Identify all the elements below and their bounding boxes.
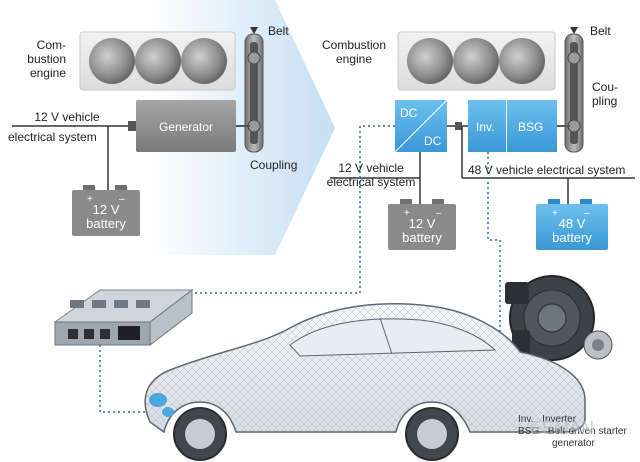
right-12v-system-line1: 12 V vehicle xyxy=(338,161,404,175)
right-belt-label: Belt xyxy=(590,24,611,38)
left-battery-line2: battery xyxy=(86,216,126,231)
right-coupling-line2: pling xyxy=(592,94,618,108)
right-12v-battery-minus: – xyxy=(436,208,442,219)
right-12v-battery-line2: battery xyxy=(402,230,442,245)
right-12v-battery-plus: + xyxy=(404,208,410,219)
left-battery-plus: + xyxy=(87,194,93,205)
inverter-box xyxy=(468,100,506,152)
watermark: EEMAN xyxy=(530,418,595,438)
left-12v-system-label: 12 V vehicle xyxy=(12,110,122,124)
left-12v-battery xyxy=(72,185,140,236)
right-coupling-label: Cou- pling xyxy=(592,80,618,108)
legend-bsg-text-line2: generator xyxy=(552,438,595,449)
left-coupling-label: Coupling xyxy=(250,158,298,172)
bsg-label: BSG xyxy=(518,120,544,134)
right-12v-system-label: 12 V vehicle electrical system xyxy=(322,161,420,189)
left-engine-block xyxy=(79,31,236,91)
dotted-link-car xyxy=(99,340,160,413)
legend-bsg-text: Belt-driven starter xyxy=(547,426,627,437)
48v-battery xyxy=(536,199,608,250)
legend-inv-text: Inverter xyxy=(542,414,577,425)
48v-system-label: 48 V vehicle electrical system xyxy=(468,163,626,177)
bsg-motor xyxy=(505,275,613,361)
right-12v-system-line2: electrical system xyxy=(326,175,416,189)
left-12v-system-label-2: electrical system xyxy=(8,130,97,144)
right-12v-battery-line1: 12 V xyxy=(408,216,436,231)
right-belt-drive xyxy=(564,27,584,153)
legend-bsg-abbr: BSG xyxy=(518,426,540,437)
left-generator-box xyxy=(136,100,236,152)
car-wireframe xyxy=(144,303,586,461)
dcdc-bottom-label: DC xyxy=(424,134,442,148)
left-battery-minus: – xyxy=(119,194,125,205)
dcdc-converter xyxy=(394,99,448,153)
right-engine-label: Combustion engine xyxy=(312,38,396,66)
left-engine-label-line2: bustion xyxy=(27,52,66,66)
left-belt-drive xyxy=(244,27,264,153)
left-engine-label-line3: engine xyxy=(29,66,66,80)
legend-bsg: BSG Belt-driven starter xyxy=(518,426,627,437)
bsg-box xyxy=(507,100,557,152)
right-engine-block xyxy=(397,31,556,91)
inverter-label: Inv. xyxy=(476,120,495,134)
dcdc-top-label: DC xyxy=(400,106,418,120)
48v-battery-minus: – xyxy=(584,208,590,219)
right-coupling-line1: Cou- xyxy=(592,80,619,94)
right-engine-line2: engine xyxy=(335,52,373,66)
left-12v-system-line1: 12 V vehicle xyxy=(34,110,100,124)
48v-battery-label: 48 V battery xyxy=(536,217,608,245)
power-electronics-module xyxy=(53,288,194,347)
generator-label: Generator xyxy=(158,120,214,134)
48v-battery-plus: + xyxy=(552,208,558,219)
left-battery-line1: 12 V xyxy=(92,202,120,217)
right-engine-line1: Combustion xyxy=(321,38,387,52)
legend-inv-abbr: Inv. xyxy=(518,414,534,425)
legend-inverter: Inv. Inverter xyxy=(518,414,576,425)
left-battery-label: 12 V battery xyxy=(72,203,140,231)
48v-battery-line2: battery xyxy=(552,230,592,245)
left-engine-label: Com- bustion engine xyxy=(22,38,66,80)
left-belt-label: Belt xyxy=(268,24,289,38)
48v-battery-line1: 48 V xyxy=(558,216,586,231)
right-12v-battery-label: 12 V battery xyxy=(388,217,456,245)
right-12v-battery xyxy=(388,199,456,250)
left-engine-label-line1: Com- xyxy=(36,38,66,52)
dotted-link-dcdc xyxy=(150,125,395,294)
